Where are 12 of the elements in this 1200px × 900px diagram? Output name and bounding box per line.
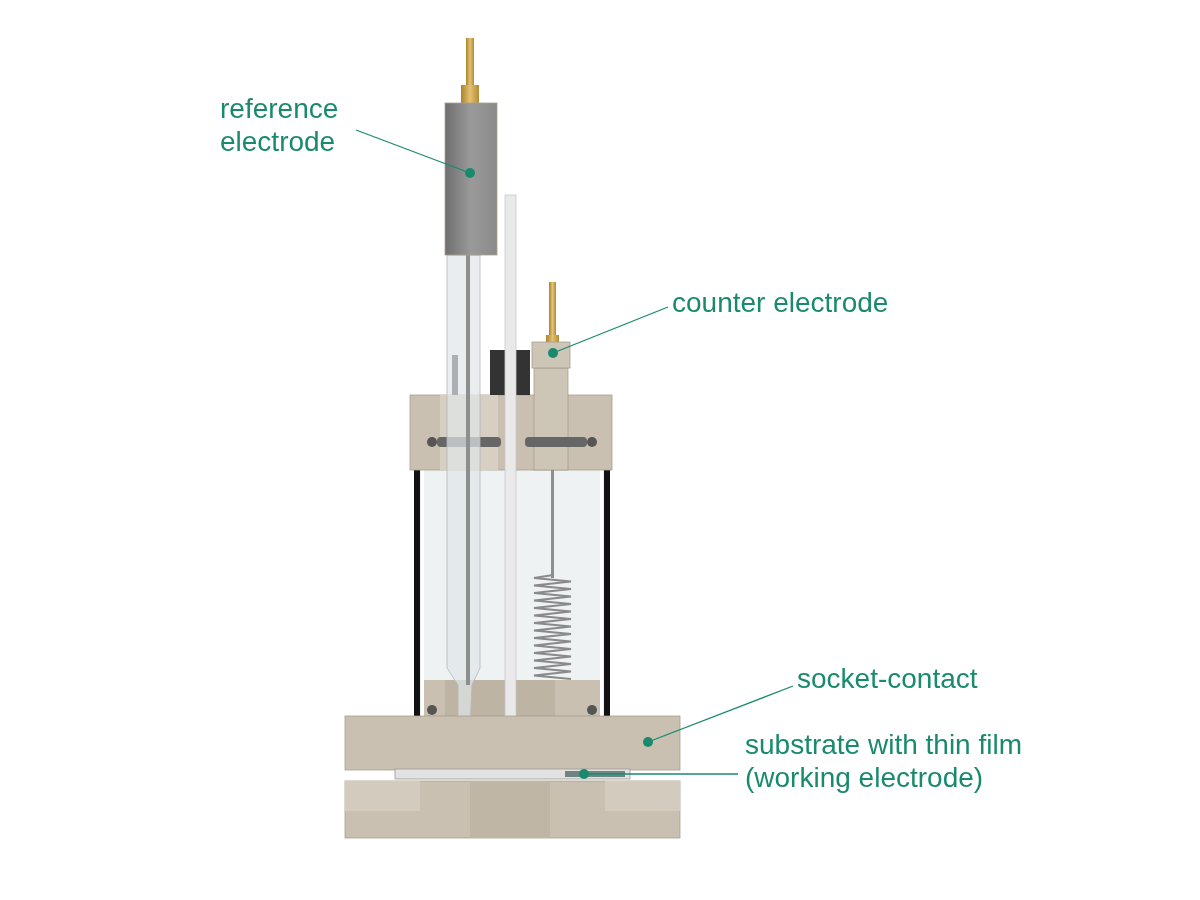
callout-label: substrate with thin film (working electrode) [745, 728, 1023, 794]
leader-line [643, 685, 794, 747]
leader-line [579, 769, 739, 779]
socket-contact-block [344, 715, 681, 771]
counter-electrode-cap [531, 341, 571, 369]
reference-electrode-body [444, 102, 498, 256]
callout-label: reference electrode [220, 92, 340, 158]
substrate-plate [394, 768, 631, 780]
leader-line [355, 129, 475, 178]
callout-label: counter electrode [672, 286, 890, 319]
callout-label: socket-contact [797, 662, 979, 695]
leader-line [548, 306, 669, 358]
